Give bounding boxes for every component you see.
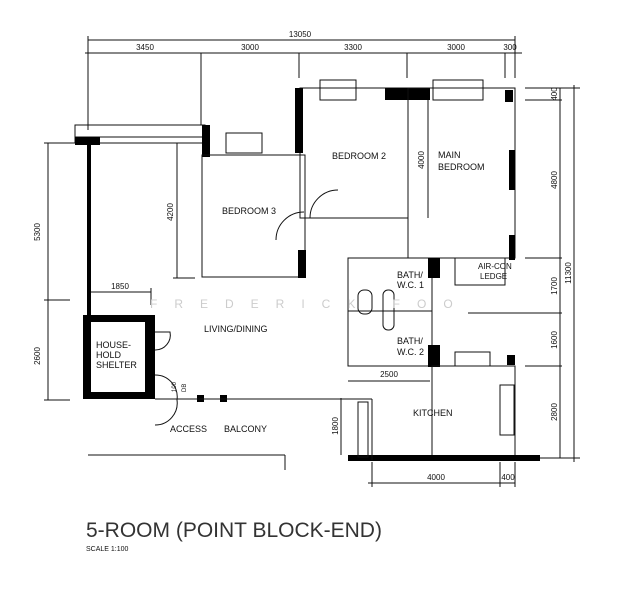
- room-labels: BEDROOM 3 BEDROOM 2 MAIN BEDROOM LIVING/…: [96, 150, 512, 434]
- label-db-2: DB: [182, 384, 188, 392]
- label-bedroom2: BEDROOM 2: [332, 151, 386, 161]
- label-bath2-2: W.C. 2: [397, 347, 424, 357]
- label-aircon-2: LEDGE: [480, 272, 507, 281]
- label-access: ACCESS: [170, 424, 207, 434]
- label-balcony: BALCONY: [224, 424, 267, 434]
- dim-right-3: 1700: [550, 277, 559, 295]
- dim-top-4: 3000: [447, 43, 465, 52]
- dim-top-1: 3450: [136, 43, 154, 52]
- label-main-bedroom-1: MAIN: [438, 150, 461, 160]
- bottom-dimensions: 4000 400 2500 1800: [331, 370, 516, 487]
- label-bath1-2: W.C. 1: [397, 280, 424, 290]
- dim-right-5: 2800: [550, 403, 559, 421]
- dim-right-4: 1600: [550, 331, 559, 349]
- right-dimensions: 400 4800 1700 1600 2800 11300 4000: [417, 85, 580, 462]
- dim-bedroom2-depth: 4000: [417, 151, 426, 169]
- dim-bottom-1: 4000: [427, 473, 445, 482]
- top-dimensions: 13050 3450 3000 3300 3000 300: [85, 30, 522, 130]
- plan-title: 5-ROOM (POINT BLOCK-END): [86, 519, 382, 542]
- label-bath2-1: BATH/: [397, 336, 423, 346]
- dim-overall-width: 13050: [289, 30, 312, 39]
- label-bath1-1: BATH/: [397, 270, 423, 280]
- dim-overall-height: 11300: [564, 262, 573, 284]
- dim-1850: 1850: [111, 282, 129, 291]
- dim-bedroom3-depth: 4200: [166, 203, 175, 221]
- label-shelter-3: SHELTER: [96, 360, 137, 370]
- label-main-bedroom-2: BEDROOM: [438, 162, 485, 172]
- left-dimensions: 5300 2600 4200 1850: [33, 142, 195, 401]
- dim-bottom-2: 400: [501, 473, 515, 482]
- dim-top-3: 3300: [344, 43, 362, 52]
- dim-2500: 2500: [380, 370, 398, 379]
- dim-left-bottom: 2600: [33, 347, 42, 365]
- label-bedroom3: BEDROOM 3: [222, 206, 276, 216]
- label-shelter-1: HOUSE-: [96, 340, 131, 350]
- label-kitchen: KITCHEN: [413, 408, 453, 418]
- dim-top-2: 3000: [241, 43, 259, 52]
- label-living-dining: LIVING/DINING: [204, 324, 268, 334]
- dim-top-5: 300: [503, 43, 517, 52]
- plan-scale: SCALE 1:100: [86, 546, 129, 553]
- label-aircon-1: AIR-CON: [478, 262, 512, 271]
- dim-right-2: 4800: [550, 171, 559, 189]
- watermark: FREDERICK FOO: [150, 297, 470, 311]
- dim-right-1: 400: [550, 87, 559, 101]
- label-shelter-2: HOLD: [96, 350, 122, 360]
- dim-left-top: 5300: [33, 223, 42, 241]
- label-db-1: 100: [172, 381, 178, 392]
- dim-1800: 1800: [331, 417, 340, 435]
- walls: [74, 79, 540, 470]
